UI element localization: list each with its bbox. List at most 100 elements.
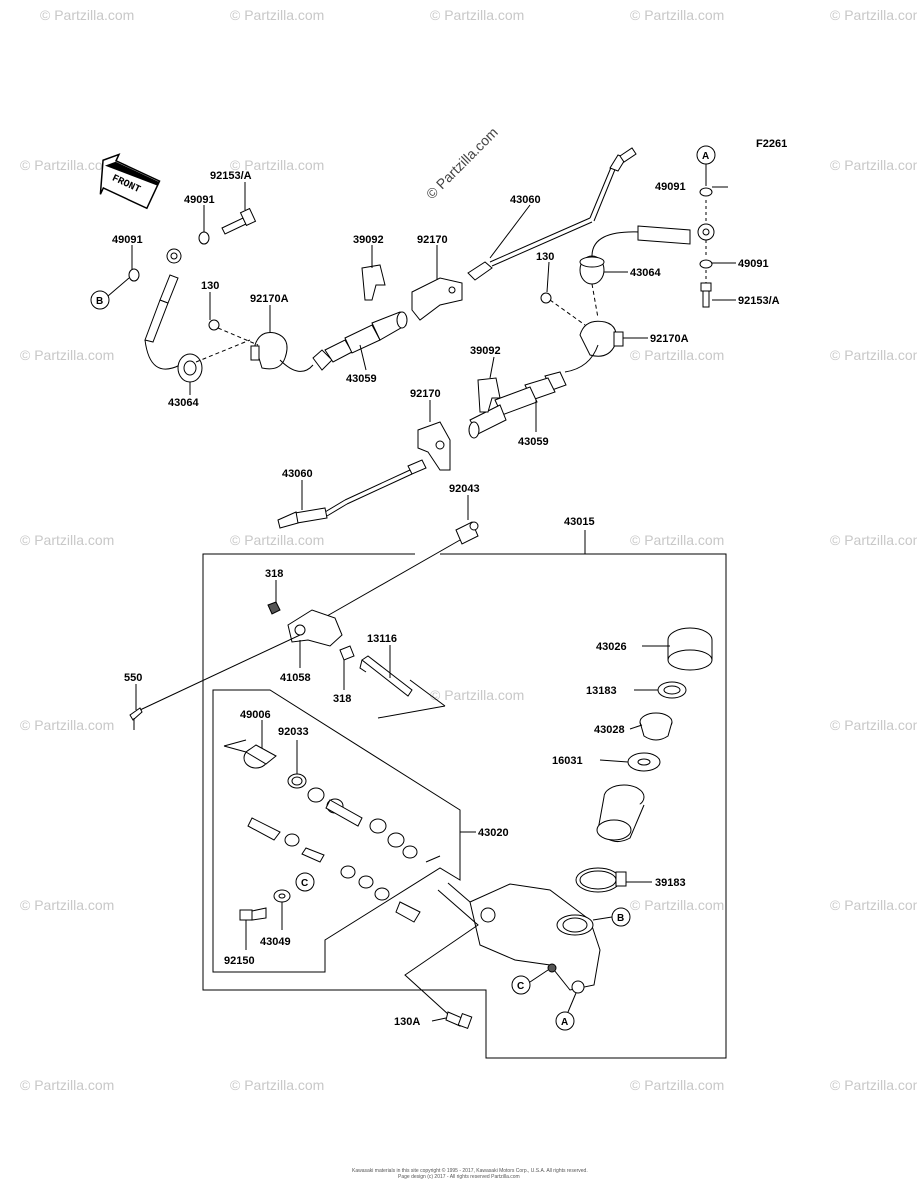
watermark-main: © Partzilla.com	[423, 124, 501, 202]
figure-code: F2261	[756, 138, 787, 150]
ref-C-inner: C	[295, 872, 315, 892]
svg-text:C: C	[301, 878, 308, 889]
label-550: 550	[124, 672, 142, 684]
label-92170A-right: 92170A	[650, 333, 689, 345]
ref-A-body: A	[555, 992, 577, 1031]
watermark: © Partzilla.com	[230, 7, 324, 23]
diaphragm-43028	[639, 712, 673, 741]
label-43028: 43028	[594, 724, 625, 736]
label-43060-lower: 43060	[282, 468, 313, 480]
watermark: © Partzilla.com	[430, 687, 524, 703]
watermark: © Partzilla.com	[20, 347, 114, 363]
watermark: © Partzilla.com	[20, 157, 114, 173]
watermark: © Partzilla.com	[20, 897, 114, 913]
label-16031: 16031	[552, 755, 583, 767]
label-13116: 13116	[367, 633, 397, 645]
label-130-right: 130	[536, 251, 554, 263]
reservoir-cap-43026	[667, 627, 713, 671]
watermark: © Partzilla.com	[20, 532, 114, 548]
watermark: © Partzilla.com	[830, 897, 917, 913]
svg-text:B: B	[617, 913, 624, 924]
label-43026: 43026	[596, 641, 627, 653]
watermark: © Partzilla.com	[830, 157, 917, 173]
watermark: © Partzilla.com	[230, 532, 324, 548]
ref-C-body: C	[511, 969, 549, 995]
watermark: © Partzilla.com	[630, 1077, 724, 1093]
watermark: © Partzilla.com	[40, 7, 134, 23]
label-92153A-left: 92153/A	[210, 170, 252, 182]
watermark: © Partzilla.com	[830, 532, 917, 548]
label-43064-left: 43064	[168, 397, 199, 409]
label-43015: 43015	[564, 516, 595, 528]
ref-letters: A B B C C A	[90, 145, 716, 1031]
clevis-41058	[129, 609, 343, 730]
cable-middle	[277, 344, 599, 529]
pushrod-13116	[359, 655, 446, 719]
watermark: © Partzilla.com	[630, 7, 724, 23]
pin-92043	[319, 521, 479, 621]
label-49091-left: 49091	[112, 234, 143, 246]
label-43020: 43020	[478, 827, 509, 839]
piston-kit-43020	[223, 739, 441, 923]
label-130A: 130A	[394, 1016, 420, 1028]
reservoir-body	[596, 784, 645, 843]
left-hose-assembly	[128, 207, 257, 383]
front-arrow-icon: FRONT	[99, 153, 161, 210]
label-41058: 41058	[280, 672, 311, 684]
label-318-upper: 318	[265, 568, 283, 580]
watermark: © Partzilla.com	[630, 347, 724, 363]
label-92170A-left: 92170A	[250, 293, 289, 305]
label-49091-upper: 49091	[184, 194, 215, 206]
ref-B-body: B	[592, 907, 631, 927]
ref-A-top: A	[696, 145, 716, 186]
svg-text:C: C	[517, 981, 524, 992]
label-92170-upper: 92170	[417, 234, 448, 246]
leader-lines	[131, 182, 736, 1022]
nut-318-upper	[267, 601, 281, 615]
svg-text:A: A	[561, 1017, 568, 1028]
label-43059-middle: 43059	[518, 436, 549, 448]
watermark: © Partzilla.com	[830, 1077, 917, 1093]
master-cylinder-body	[404, 882, 601, 1026]
clamp-92170A-left	[208, 319, 288, 370]
label-92033: 92033	[278, 726, 309, 738]
label-92043: 92043	[449, 483, 480, 495]
watermarks: © Partzilla.com © Partzilla.com © Partzi…	[20, 7, 917, 1093]
cable-upper-left	[279, 147, 637, 372]
label-43059-upper: 43059	[346, 373, 377, 385]
label-92150: 92150	[224, 955, 255, 967]
watermark: © Partzilla.com	[20, 1077, 114, 1093]
label-39183: 39183	[655, 877, 686, 889]
label-13183: 13183	[586, 685, 617, 697]
footer-line2: Page design (c) 2017 - All rights reserv…	[398, 1174, 520, 1180]
watermark: © Partzilla.com	[830, 7, 917, 23]
watermark: © Partzilla.com	[230, 157, 324, 173]
label-39092-middle: 39092	[470, 345, 501, 357]
label-39092-upper: 39092	[353, 234, 384, 246]
label-43064-right: 43064	[630, 267, 661, 279]
watermark: © Partzilla.com	[630, 532, 724, 548]
label-43060-upper: 43060	[510, 194, 541, 206]
svg-text:A: A	[702, 151, 709, 162]
label-92153A-right: 92153/A	[738, 295, 780, 307]
watermark: © Partzilla.com	[20, 717, 114, 733]
label-43049: 43049	[260, 936, 291, 948]
watermark: © Partzilla.com	[830, 347, 917, 363]
watermark: © Partzilla.com	[830, 717, 917, 733]
right-hose-assembly	[540, 187, 715, 357]
watermark: © Partzilla.com	[430, 7, 524, 23]
label-318-lower: 318	[333, 693, 351, 705]
svg-text:B: B	[96, 296, 103, 307]
master-cylinder-box	[202, 530, 727, 1059]
bolt-130A	[445, 1011, 473, 1029]
label-92170-middle: 92170	[410, 388, 441, 400]
label-130-left: 130	[201, 280, 219, 292]
watermark: © Partzilla.com	[230, 1077, 324, 1093]
part-labels: 43060 39092 92170 130 43064 49091 49091 …	[112, 170, 780, 1028]
label-49091-right: 49091	[738, 258, 769, 270]
ref-B-left: B	[90, 277, 130, 310]
diaphragm-plate-13183	[657, 681, 687, 699]
footer-line1: Kawasaki materials in this site copyrigh…	[352, 1167, 588, 1174]
watermark: © Partzilla.com	[630, 897, 724, 913]
